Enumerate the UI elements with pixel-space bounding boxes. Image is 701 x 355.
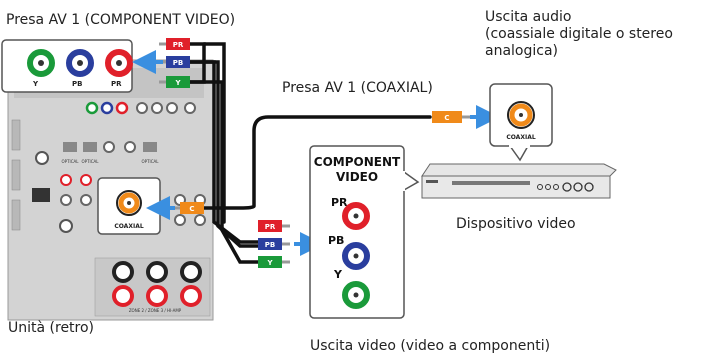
panel-optical-label-2: OPTICAL (82, 159, 100, 164)
plug-pr-label-unit: PR (173, 41, 184, 49)
plug-pb-label-device: PB (265, 241, 275, 249)
plug-pb-label-unit: PB (173, 59, 183, 67)
component-title-1: COMPONENT (314, 155, 401, 169)
unit-rear-panel: OPTICAL OPTICAL OPTICAL (7, 59, 214, 321)
device-label: Dispositivo video (456, 216, 576, 232)
device-coaxial-callout: COAXIAL (489, 83, 553, 162)
component-y-label: Y (333, 268, 343, 281)
cables (188, 42, 432, 264)
panel-vents (11, 119, 21, 231)
panel-top-jacks (85, 101, 196, 115)
panel-speaker-terminals: ZONE 2 / ZONE 3 / HI-AMP (94, 257, 211, 317)
plug-c-label-device: C (444, 114, 449, 122)
coaxial-plug-device: C (432, 111, 470, 123)
device-component-callout: COMPONENT VIDEO PR PB Y (309, 145, 420, 319)
plug-y-label-unit: Y (174, 79, 181, 87)
video-device (421, 163, 617, 199)
panel-optical-label-3: OPTICAL (142, 159, 160, 164)
unit-coaxial-label: COAXIAL (114, 223, 143, 230)
component-pr-label: PR (331, 196, 348, 209)
audio-out-line-2: (coassiale digitale o stereo (485, 26, 673, 42)
callout-pr-label: PR (111, 80, 122, 88)
unit-label: Unità (retro) (8, 320, 95, 336)
panel-mid-jacks: OPTICAL OPTICAL OPTICAL (32, 141, 206, 233)
unit-component-callout: Y PB PR (1, 39, 133, 93)
device-coaxial-label: COAXIAL (506, 134, 535, 141)
zone-label: ZONE 2 / ZONE 3 / HI-AMP (129, 308, 182, 313)
callout-pb-label: PB (72, 80, 82, 88)
unit-coaxial-callout: COAXIAL (97, 177, 161, 235)
flow-arrows (132, 50, 500, 256)
component-plugs-unit: PR PB Y (159, 38, 190, 88)
video-out-label: Uscita video (video a componenti) (310, 338, 551, 354)
plug-c-label-unit: C (189, 205, 194, 213)
component-plugs-device: PR PB Y (258, 220, 290, 268)
callout-y-label: Y (32, 80, 39, 88)
component-jack-title: Presa AV 1 (COMPONENT VIDEO) (6, 12, 236, 28)
coaxial-jack-title: Presa AV 1 (COAXIAL) (282, 80, 433, 96)
component-pb-label: PB (328, 234, 344, 247)
plug-pr-label-device: PR (265, 223, 276, 231)
panel-optical-label-1: OPTICAL (62, 159, 80, 164)
audio-out-line-3: analogica) (485, 43, 559, 59)
audio-out-line-1: Uscita audio (485, 9, 572, 25)
component-title-2: VIDEO (336, 170, 378, 184)
plug-y-label-device: Y (266, 259, 273, 267)
